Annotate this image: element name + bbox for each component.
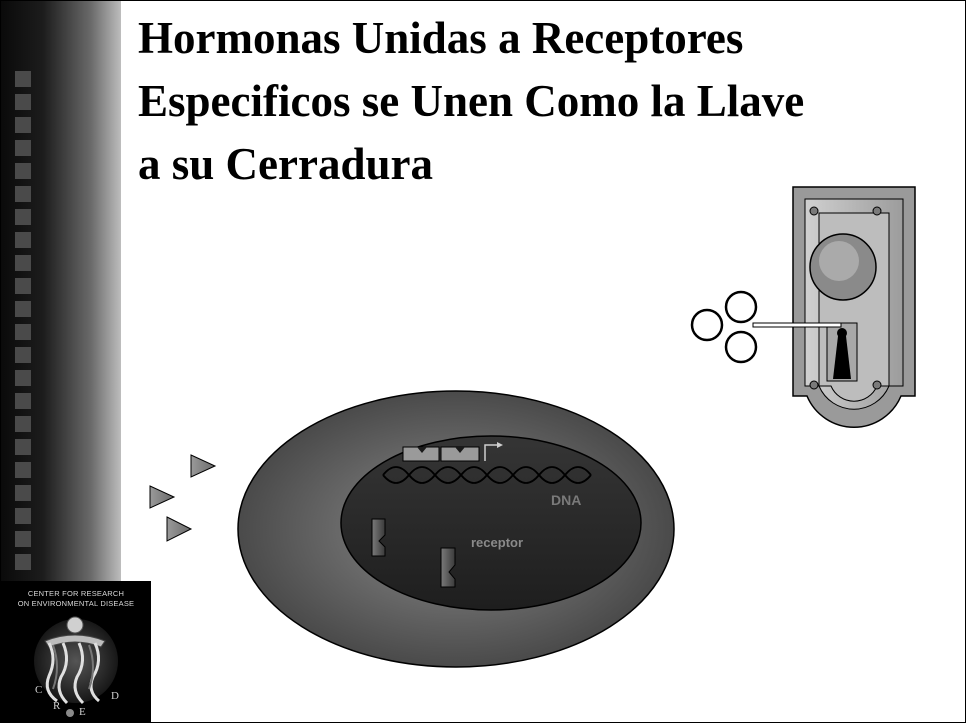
sidebar-square bbox=[15, 416, 31, 432]
sidebar-square bbox=[15, 117, 31, 133]
sidebar-square bbox=[15, 94, 31, 110]
transcription-start-arrow-icon bbox=[484, 442, 503, 461]
dna-helix bbox=[382, 466, 592, 484]
sidebar-square bbox=[15, 485, 31, 501]
title-line-2: Especificos se Unen Como la Llave bbox=[138, 76, 805, 126]
sidebar-square bbox=[15, 209, 31, 225]
sidebar-square bbox=[15, 393, 31, 409]
cell-nucleus bbox=[340, 435, 642, 611]
key-and-lock-illustration bbox=[690, 186, 916, 428]
receptor-label: receptor bbox=[471, 535, 523, 550]
cred-logo: Center for Research on Environmental Dis… bbox=[1, 581, 151, 722]
hormone-triangle-icon bbox=[190, 454, 217, 478]
sidebar-square bbox=[15, 301, 31, 317]
sidebar-square bbox=[15, 163, 31, 179]
sidebar-square bbox=[15, 140, 31, 156]
sidebar-square bbox=[15, 347, 31, 363]
slide-title: Hormonas Unidas a Receptores Especificos… bbox=[138, 7, 958, 196]
sidebar-square bbox=[15, 508, 31, 524]
logo-line-2: on Environmental Disease bbox=[17, 599, 135, 608]
title-line-3: a su Cerradura bbox=[138, 139, 433, 189]
logo-letter-r: R bbox=[53, 700, 61, 712]
receptor-shape-1 bbox=[371, 518, 386, 557]
sidebar-square bbox=[15, 554, 31, 570]
sidebar-square bbox=[15, 370, 31, 386]
logo-letter-c: C bbox=[35, 684, 42, 696]
sidebar-square bbox=[15, 255, 31, 271]
title-line-1: Hormonas Unidas a Receptores bbox=[138, 13, 744, 63]
sidebar-square-strip bbox=[15, 1, 35, 601]
sidebar-square bbox=[15, 232, 31, 248]
sidebar-square bbox=[15, 439, 31, 455]
logo-text: Center for Research on Environmental Dis… bbox=[5, 589, 147, 609]
sidebar-square bbox=[15, 462, 31, 478]
receptor-shape-2 bbox=[440, 547, 456, 588]
hormone-triangle-icon bbox=[166, 516, 193, 542]
hormone-triangle-icon bbox=[149, 485, 176, 509]
logo-line-1: Center for Research bbox=[27, 589, 125, 598]
logo-emblem-icon: C R E D bbox=[34, 616, 119, 718]
sidebar-square bbox=[15, 278, 31, 294]
sidebar-square bbox=[15, 186, 31, 202]
response-element bbox=[402, 446, 480, 462]
sidebar-square bbox=[15, 531, 31, 547]
logo-letter-d: D bbox=[111, 690, 119, 702]
dna-label: DNA bbox=[551, 492, 581, 508]
logo-letter-e: E bbox=[79, 706, 86, 718]
sidebar-square bbox=[15, 324, 31, 340]
sidebar-square bbox=[15, 71, 31, 87]
